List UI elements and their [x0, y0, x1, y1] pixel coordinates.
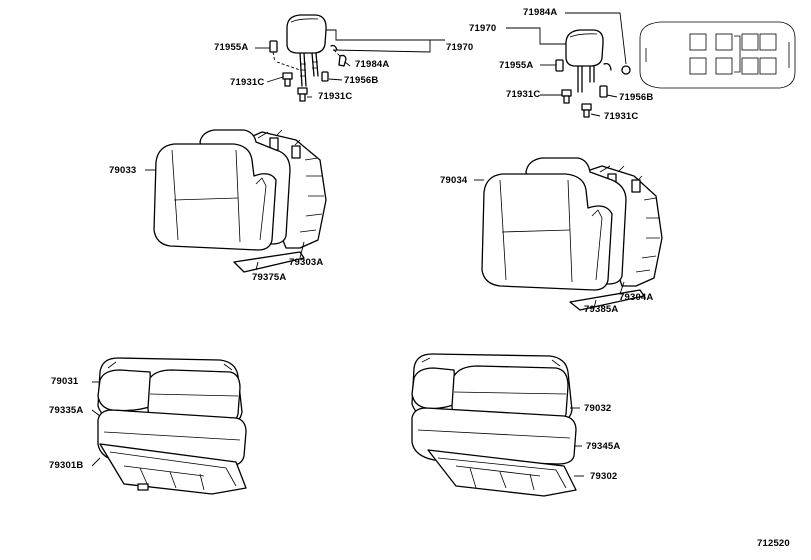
left-seat-cushion-assembly	[91, 357, 247, 495]
label-71956b-right: 71956B	[619, 92, 654, 103]
label-71956b-left: 71956B	[344, 75, 379, 86]
label-79303a: 79303A	[289, 257, 324, 268]
label-79335a: 79335A	[49, 405, 84, 416]
label-79302: 79302	[590, 471, 618, 482]
label-71970-left: 71970	[446, 42, 474, 53]
figure-number: 712520	[757, 538, 790, 549]
label-71984a-left: 71984A	[355, 59, 390, 70]
label-79385a: 79385A	[584, 304, 619, 315]
label-79345a: 79345A	[586, 441, 621, 452]
label-79033: 79033	[109, 165, 137, 176]
right-seatback-assembly	[474, 157, 663, 311]
right-headrest-assembly	[506, 12, 631, 118]
label-71970-right: 71970	[469, 23, 497, 34]
right-seat-cushion-assembly	[411, 353, 584, 497]
label-71931c-right-2: 71931C	[604, 111, 639, 122]
label-79031: 79031	[51, 376, 79, 387]
left-seatback-assembly	[145, 129, 327, 273]
label-71955a-left: 71955A	[214, 42, 249, 53]
vehicle-locator-icon	[639, 21, 796, 89]
label-71931c-left-1: 71931C	[230, 77, 265, 88]
label-71931c-right-1: 71931C	[506, 89, 541, 100]
label-71931c-left-2: 71931C	[318, 91, 353, 102]
label-79304a: 79304A	[619, 292, 654, 303]
label-71984a-right: 71984A	[523, 7, 558, 18]
label-79301b: 79301B	[49, 460, 84, 471]
left-headrest-assembly	[255, 14, 445, 102]
label-79375a: 79375A	[252, 272, 287, 283]
label-79032: 79032	[584, 403, 612, 414]
label-71955a-right: 71955A	[499, 60, 534, 71]
label-79034: 79034	[440, 175, 468, 186]
